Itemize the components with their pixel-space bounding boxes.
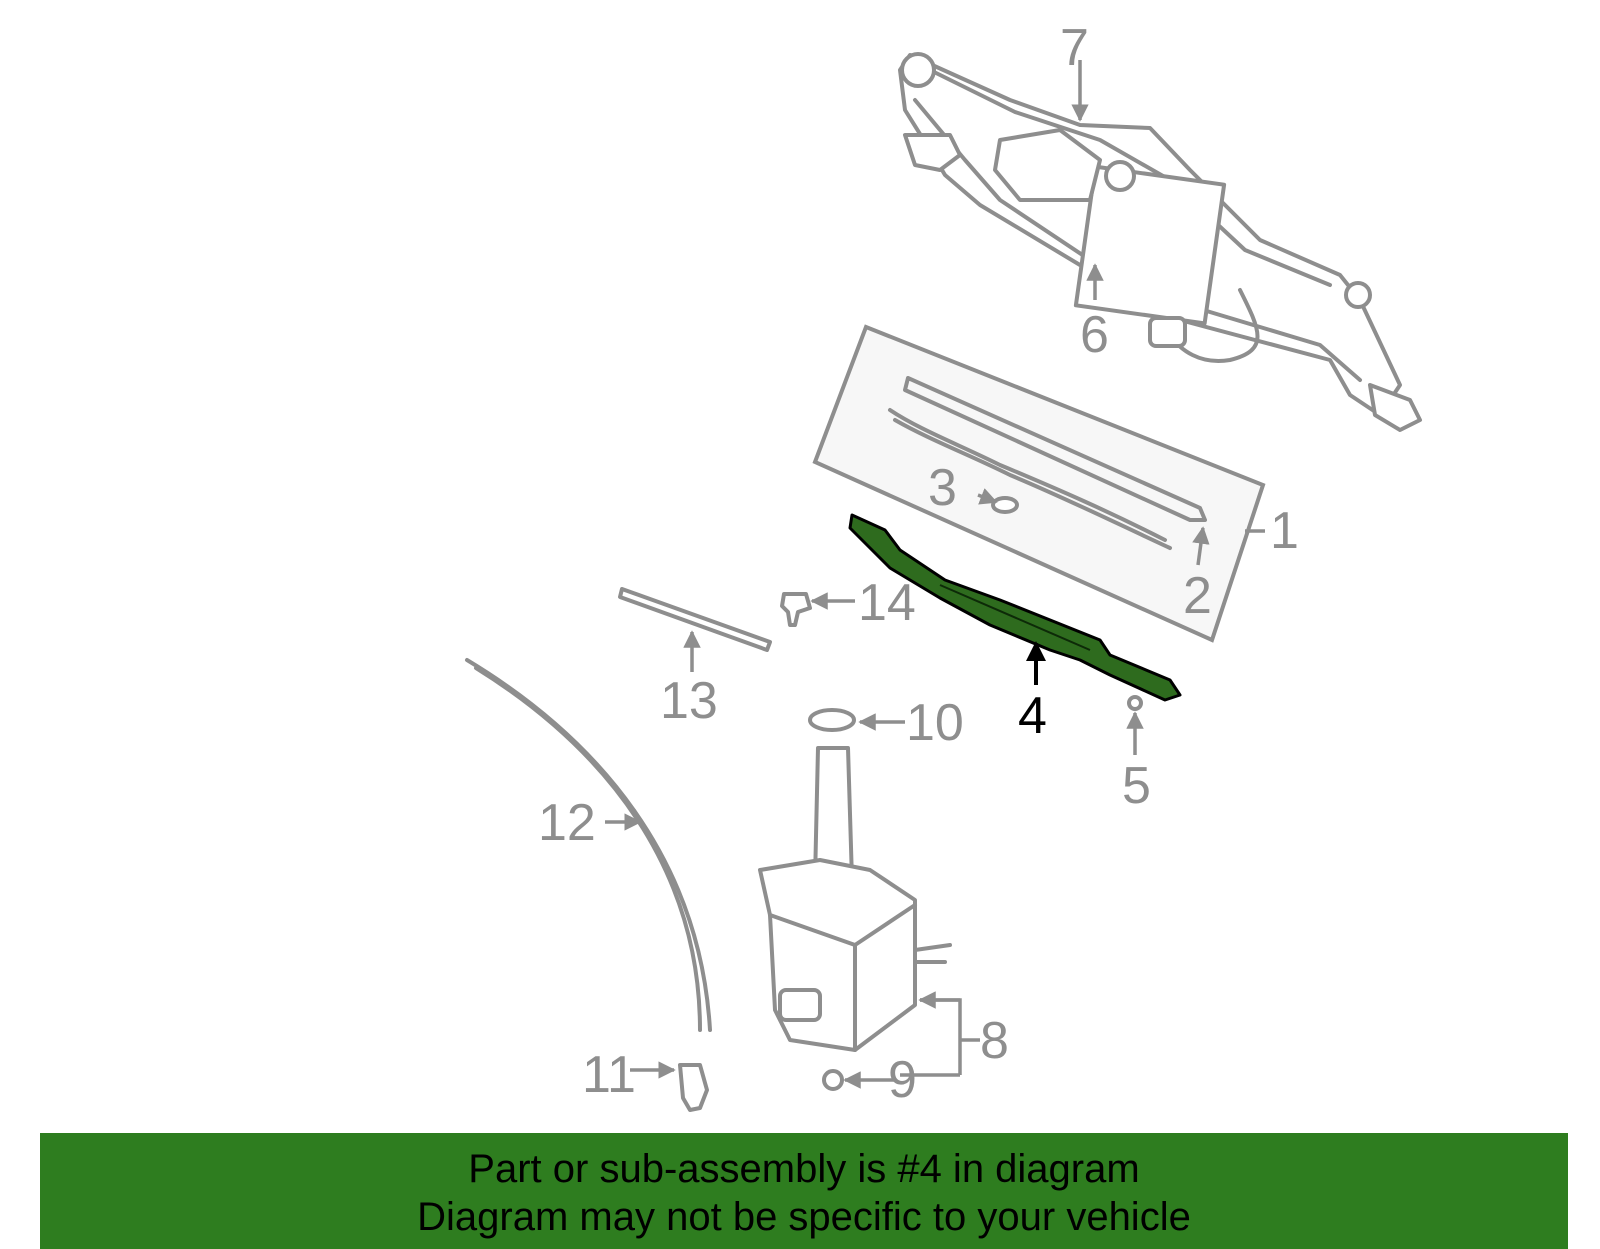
callout-10: 10 bbox=[906, 694, 964, 752]
callout-4: 4 bbox=[1018, 687, 1047, 745]
grommet-part-9 bbox=[822, 1069, 844, 1091]
callout-13: 13 bbox=[660, 672, 718, 730]
callout-3: 3 bbox=[928, 459, 957, 517]
callout-5: 5 bbox=[1122, 757, 1151, 815]
callout-9: 9 bbox=[888, 1051, 917, 1109]
banner-line-1: Part or sub-assembly is #4 in diagram bbox=[468, 1147, 1140, 1191]
clip-part-11 bbox=[678, 1063, 709, 1112]
callout-2: 2 bbox=[1183, 567, 1212, 625]
callout-6: 6 bbox=[1080, 306, 1109, 364]
callout-8: 8 bbox=[980, 1012, 1009, 1070]
callout-12: 12 bbox=[538, 794, 596, 852]
callout-14: 14 bbox=[858, 574, 916, 632]
leader-lines bbox=[605, 60, 1265, 1089]
banner-line-2: Diagram may not be specific to your vehi… bbox=[417, 1195, 1191, 1239]
washer-nozzle-part-14 bbox=[780, 592, 812, 627]
callout-labels: 7 6 1 2 3 4 5 13 14 10 12 11 8 9 bbox=[538, 19, 1299, 1109]
callout-11: 11 bbox=[582, 1046, 636, 1104]
wiper-arm-highlighted bbox=[848, 513, 1182, 702]
callout-1: 1 bbox=[1270, 502, 1299, 560]
wiper-blade-box bbox=[812, 324, 1266, 643]
wiper-linkage-assembly bbox=[898, 52, 1422, 432]
reservoir-cap-part-10 bbox=[808, 708, 856, 732]
callout-7: 7 bbox=[1060, 19, 1089, 77]
nut-part-5 bbox=[1127, 695, 1143, 711]
info-banner: Part or sub-assembly is #4 in diagram Di… bbox=[40, 1133, 1568, 1249]
washer-reservoir-part-8 bbox=[758, 746, 952, 1052]
seal-strip-part-13 bbox=[618, 587, 772, 652]
